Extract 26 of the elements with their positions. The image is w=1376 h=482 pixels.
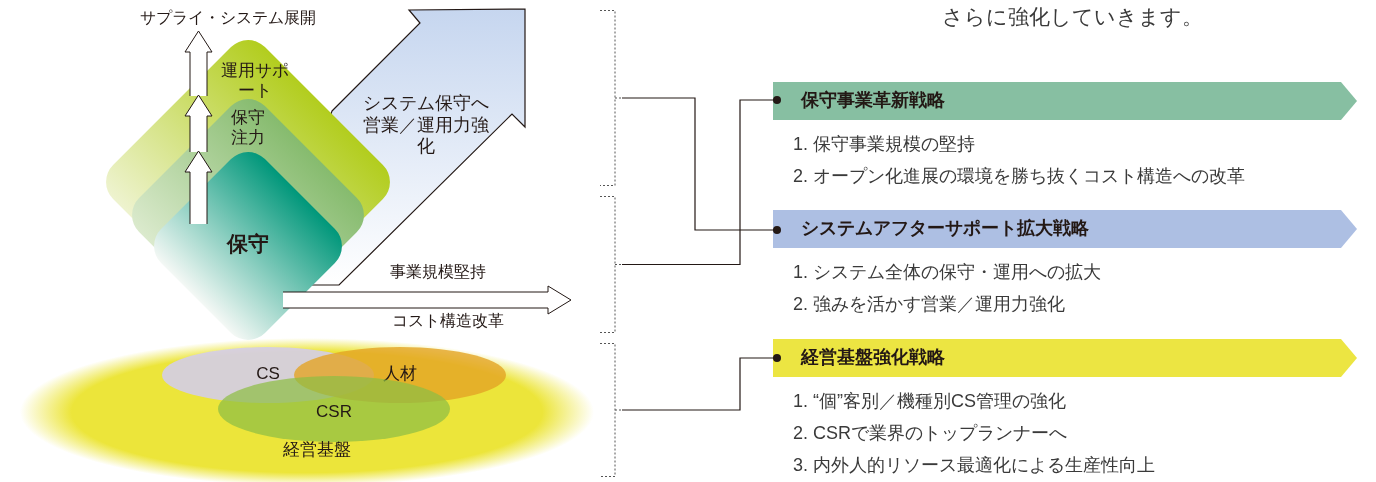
ellipse-label: 経営基盤 [282, 440, 352, 461]
block-arrow [282, 285, 572, 315]
connector-line [621, 96, 781, 266]
banner-title: 保守事業革新戦略 [801, 90, 945, 112]
ellipse-label: CSR [315, 402, 353, 423]
list-item: 1. 保守事業規模の堅持 [793, 134, 975, 156]
list-item: 1. システム全体の保守・運用への拡大 [793, 262, 1101, 284]
arrow-label: システム保守へ営業／運用力強化 [362, 93, 490, 158]
list-item: 3. 内外人的リソース最適化による生産性向上 [793, 455, 1155, 477]
diamond-label: 保守注力 [230, 108, 266, 149]
list-item: 2. オープン化進展の環境を勝ち抜くコスト構造への改革 [793, 166, 1245, 188]
diamond-label: 保守 [225, 231, 270, 257]
heading-label: サプライ・システム展開 [140, 8, 316, 28]
connector-line [621, 97, 781, 234]
list-item: 2. 強みを活かす営業／運用力強化 [793, 294, 1065, 316]
list-item: 1. “個”客別／機種別CS管理の強化 [793, 391, 1066, 413]
arrow-label: コスト構造改革 [392, 311, 504, 331]
diamond-label: 運用サポート [221, 61, 289, 102]
banner-title: 経営基盤強化戦略 [801, 347, 945, 369]
banner-title: システムアフターサポート拡大戦略 [801, 218, 1089, 240]
ellipse-label: 人材 [382, 364, 418, 385]
connector-line [621, 354, 781, 411]
note-text: さらに強化していきます。 [942, 4, 1203, 30]
list-item: 2. CSRで業界のトップランナーへ [793, 423, 1068, 445]
ellipse-label: CS [255, 364, 281, 385]
arrow-label: 事業規模堅持 [390, 262, 486, 282]
